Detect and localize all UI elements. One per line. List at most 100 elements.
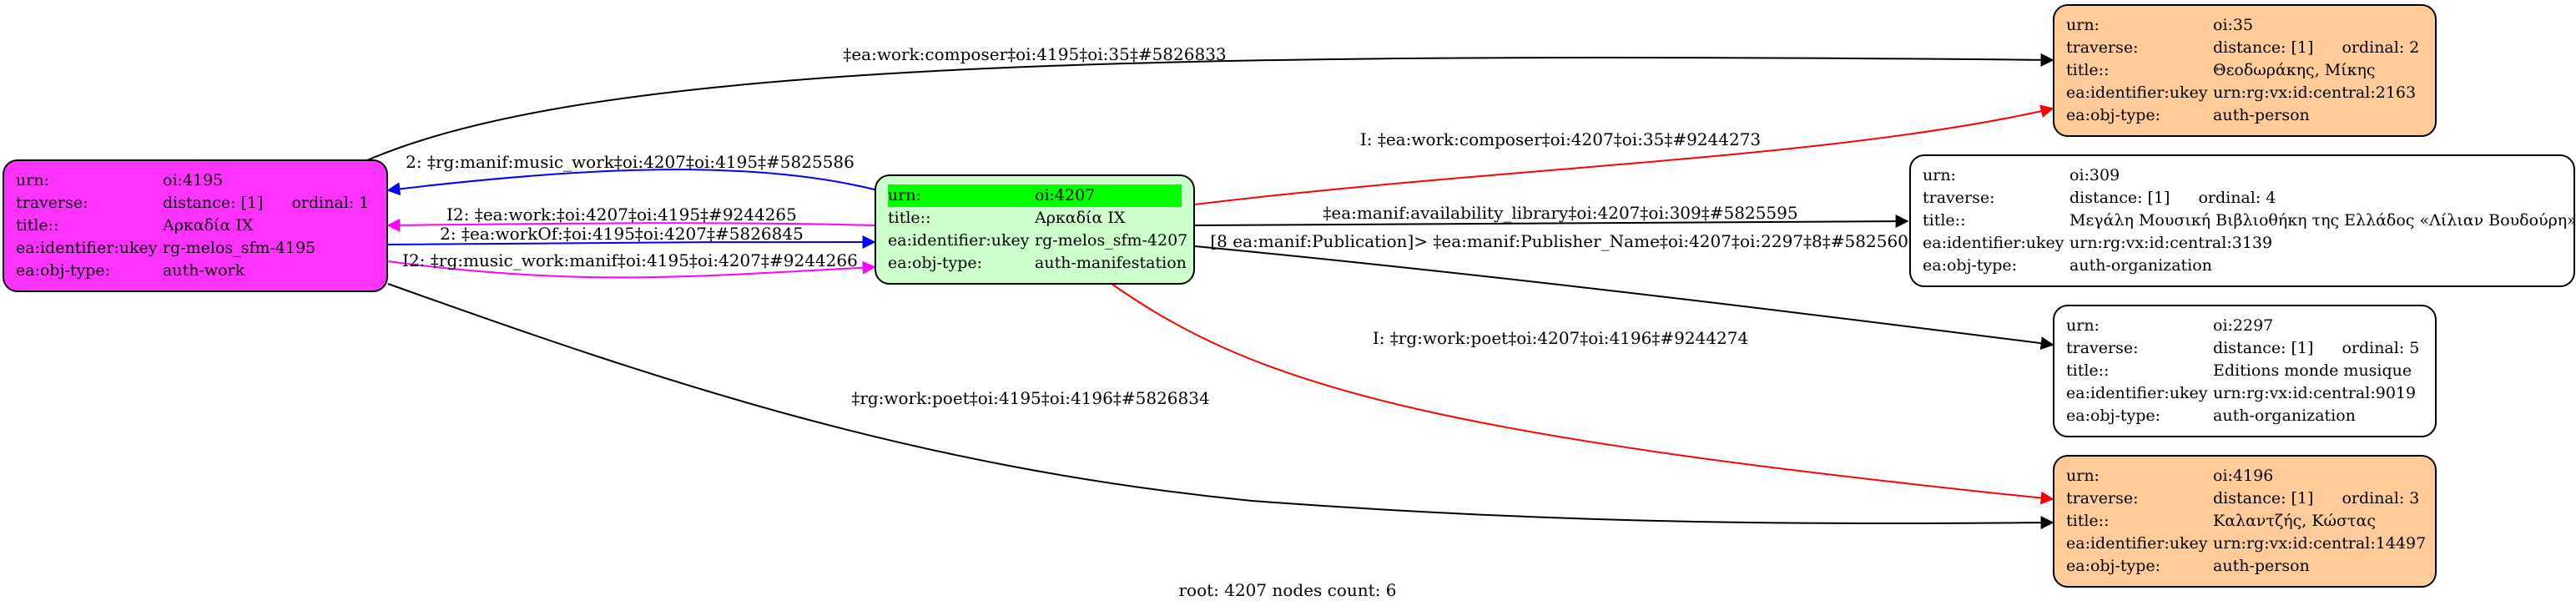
edge-music-work-4207-4195	[386, 169, 879, 196]
node-value: urn:rg:vx:id:central:2163	[2213, 83, 2417, 102]
node-row: ea:identifier:ukey urn:rg:vx:id:central:2…	[2066, 82, 2423, 104]
node-key: ea:identifier:ukey	[2066, 83, 2208, 102]
node-key: ea:obj-type:	[16, 261, 111, 280]
node-oi-4196[interactable]: urn:oi:4196 traverse:distance: [1]ordina…	[2053, 455, 2437, 588]
node-key: ea:identifier:ukey	[2066, 384, 2208, 402]
node-row: title::Καλαντζής, Κώστας	[2066, 510, 2423, 533]
node-oi-35[interactable]: urn: oi:35 traverse: distance: [1]ordinal:…	[2053, 4, 2437, 137]
node-value: rg-melos_sfm-4207	[1035, 231, 1188, 250]
node-row: title::Μεγάλη Μουσική Βιβλιοθήκη της Ελλ…	[1923, 210, 2576, 232]
node-key: ea:identifier:ukey	[888, 231, 1030, 250]
node-row: urn: oi:35	[2066, 14, 2423, 37]
node-row-highlighted: urn: oi:4207	[888, 184, 1182, 207]
node-oi-4207[interactable]: urn: oi:4207 title::Αρκαδία IX ea:identif…	[875, 174, 1195, 285]
node-row: urn: oi:2297	[2066, 315, 2423, 337]
edge-composer-4195-35	[366, 53, 2054, 161]
edge-label: I: ‡rg:work:poet‡oi:4207‡oi:4196‡#924427…	[1372, 328, 1749, 348]
node-row: ea:identifier:ukey rg-melos_sfm-4195	[16, 237, 375, 260]
node-value: distance: [1]ordinal: 3	[2213, 489, 2420, 507]
node-oi-4195[interactable]: urn: oi:4195 traverse: distance: [1]ordina…	[3, 159, 388, 292]
node-key: ea:obj-type:	[1923, 256, 2018, 275]
node-row: urn:oi:4196	[2066, 465, 2423, 487]
node-value: Θεοδωράκης, Μίκης	[2213, 61, 2376, 79]
node-key: urn:	[2066, 467, 2100, 485]
node-value: oi:4207	[1035, 186, 1096, 205]
node-row: ea:identifier:ukey rg-melos_sfm-4207	[888, 230, 1187, 252]
node-key: title::	[2066, 361, 2110, 380]
node-value: distance: [1]ordinal: 5	[2213, 339, 2420, 357]
node-key: ea:obj-type:	[888, 254, 983, 272]
node-value: auth-person	[2213, 557, 2310, 575]
node-value: distance: [1]ordinal: 2	[2213, 38, 2420, 57]
node-value: auth-organization	[2069, 256, 2212, 275]
edge-label: I2: ‡rg:music_work:manif‡oi:4195‡oi:4207…	[402, 250, 858, 270]
node-value: auth-manifestation	[1035, 254, 1187, 272]
node-row: title::Αρκαδία IX	[888, 207, 1182, 230]
node-key: traverse:	[1923, 189, 1995, 207]
edge-composer-4207-35	[1194, 104, 2054, 205]
node-key: ea:obj-type:	[2066, 557, 2161, 575]
node-value: rg-melos_sfm-4195	[163, 239, 316, 257]
node-key: urn:	[1923, 166, 1956, 184]
node-row: ea:identifier:ukey urn:rg:vx:id:central:1…	[2066, 533, 2427, 555]
node-key: title::	[1923, 211, 1966, 230]
node-key: urn:	[2066, 316, 2100, 335]
edge-poet-4195-4196	[387, 283, 2054, 530]
node-value: oi:2297	[2213, 316, 2274, 335]
node-key: urn:	[888, 186, 921, 205]
node-row: title::Editions monde musique	[2066, 360, 2423, 382]
node-value: distance: [1]ordinal: 1	[163, 194, 370, 212]
node-value: Editions monde musique	[2213, 361, 2412, 380]
node-row: traverse:distance: [1]ordinal: 4	[1923, 187, 2562, 210]
node-key: urn:	[16, 171, 49, 189]
node-row: ea:identifier:ukey urn:rg:vx:id:central:9…	[2066, 382, 2423, 405]
node-value: Αρκαδία IX	[1035, 209, 1126, 227]
node-value: Μεγάλη Μουσική Βιβλιοθήκη της Ελλάδος «Λ…	[2069, 211, 2576, 230]
node-row: traverse: distance: [1]ordinal: 2	[2066, 37, 2423, 59]
node-key: urn:	[2066, 16, 2100, 34]
edge-label: 2: ‡rg:manif:music_work‡oi:4207‡oi:4195‡…	[406, 152, 854, 172]
node-key: title::	[2066, 512, 2110, 530]
edge-label: I: ‡ea:work:composer‡oi:4207‡oi:35‡#9244…	[1359, 129, 1762, 149]
node-value: Καλαντζής, Κώστας	[2213, 512, 2377, 530]
node-value: oi:309	[2069, 166, 2120, 184]
node-key: traverse:	[2066, 38, 2139, 57]
edge-publisher-4207-2297	[1194, 245, 2054, 351]
edge-label: ‡ea:manif:availability_library‡oi:4207‡o…	[1323, 203, 1798, 223]
node-value: urn:rg:vx:id:central:3139	[2069, 234, 2273, 252]
node-row: urn: oi:4195	[16, 169, 375, 192]
edge-label: I2: ‡ea:work:‡oi:4207‡oi:4195‡#9244265	[446, 205, 797, 225]
node-value: oi:4195	[163, 171, 224, 189]
node-value: auth-person	[2213, 106, 2310, 124]
node-key: title::	[16, 216, 59, 235]
node-oi-2297[interactable]: urn: oi:2297 traverse: distance: [1]ordina…	[2053, 305, 2437, 437]
node-key: ea:identifier:ukey	[2066, 534, 2208, 553]
edge-poet-4207-4196	[1105, 279, 2054, 505]
node-row: ea:obj-type:auth-person	[2066, 104, 2423, 127]
edge-label: ‡rg:work:poet‡oi:4195‡oi:4196‡#5826834	[851, 388, 1210, 408]
node-value: urn:rg:vx:id:central:14497	[2213, 534, 2427, 553]
node-row: ea:obj-type: auth-manifestation	[888, 252, 1187, 275]
node-key: title::	[888, 209, 931, 227]
node-value: oi:35	[2213, 16, 2254, 34]
node-value: auth-organization	[2213, 406, 2356, 425]
node-key: traverse:	[16, 194, 88, 212]
node-row: ea:obj-type: auth-organization	[1923, 255, 2562, 277]
node-oi-309[interactable]: urn: oi:309 traverse:distance: [1]ordinal…	[1909, 154, 2576, 287]
node-row: urn: oi:309	[1923, 164, 2562, 187]
node-value: auth-work	[163, 261, 245, 280]
graph-footer: root: 4207 nodes count: 6	[1178, 580, 1397, 600]
edge-label: ‡ea:work:composer‡oi:4195‡oi:35‡#5826833	[843, 44, 1227, 64]
node-row: traverse:distance: [1]ordinal: 3	[2066, 487, 2423, 510]
node-row: ea:obj-type: auth-work	[16, 260, 375, 282]
node-value: Αρκαδία IX	[163, 216, 254, 235]
node-key: traverse:	[2066, 339, 2139, 357]
node-value: urn:rg:vx:id:central:9019	[2213, 384, 2417, 402]
node-row: title::Αρκαδία IX	[16, 215, 375, 237]
node-key: ea:identifier:ukey	[16, 239, 158, 257]
node-key: title::	[2066, 61, 2110, 79]
node-row: traverse: distance: [1]ordinal: 5	[2066, 337, 2423, 360]
